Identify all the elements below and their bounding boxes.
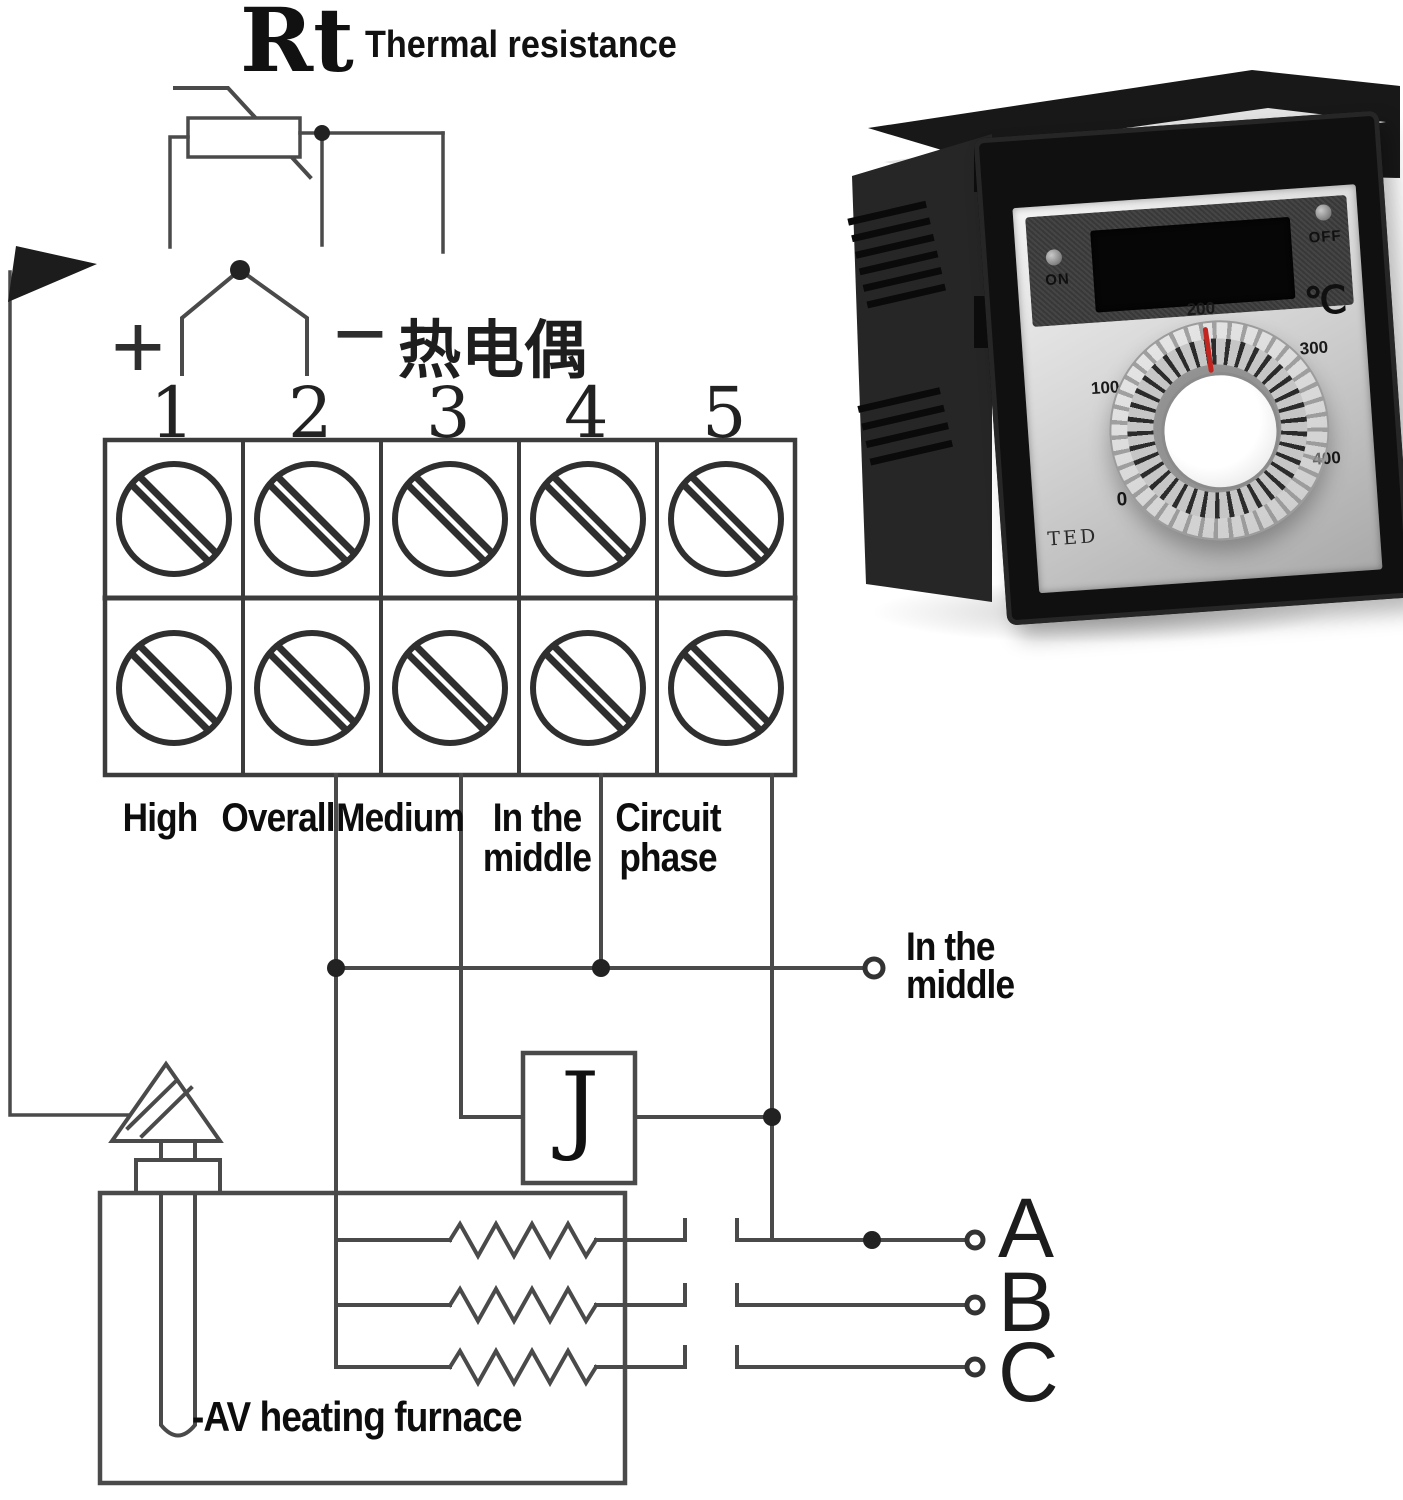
- minus-sign: −: [333, 283, 387, 385]
- junction-dot: [314, 125, 330, 141]
- phase-label-c: C: [998, 1325, 1059, 1419]
- relay-box: [520, 1050, 781, 1186]
- terminal-label-circuit: Circuit phase: [615, 796, 721, 880]
- temperature-display: [1090, 216, 1296, 313]
- screw-terminal: [392, 630, 508, 746]
- phase-label-a: A: [998, 1181, 1055, 1275]
- junction-dot: [763, 1108, 781, 1126]
- furnace-probe: [108, 1060, 224, 1438]
- rt-label: Rt: [240, 0, 354, 92]
- brand-label: TED: [1046, 525, 1100, 551]
- screw-terminal: [392, 461, 508, 577]
- phase-label-b: B: [998, 1255, 1055, 1349]
- feedback-wire: [8, 270, 134, 1117]
- relay-label: J: [560, 1052, 600, 1164]
- celsius-unit-label: ℃: [1302, 279, 1349, 325]
- screw-terminal: [530, 630, 646, 746]
- vent-slots-icon: [857, 387, 953, 466]
- terminal-label-high: High: [122, 796, 199, 840]
- thermocouple-label-cn: 热电偶: [398, 316, 587, 386]
- screw-terminal: [668, 461, 784, 577]
- screw-terminal: [668, 630, 784, 746]
- screw-terminal: [116, 461, 232, 577]
- screw-terminal: [254, 461, 370, 577]
- screw-terminal: [530, 461, 646, 577]
- dial-value-200: 200: [1186, 298, 1216, 320]
- heater-row-c: [334, 1345, 986, 1388]
- wire-terminal: [964, 1294, 986, 1316]
- terminal-number-1: 1: [150, 372, 195, 454]
- terminal-label-medium: Medium: [336, 796, 465, 840]
- plus-sign: +: [111, 296, 165, 398]
- wire-terminal: [964, 1356, 986, 1378]
- terminal-number-5: 5: [702, 372, 747, 454]
- on-label: ON: [1044, 270, 1071, 290]
- furnace-label: -AV heating furnace: [192, 1393, 523, 1440]
- off-label: OFF: [1308, 227, 1343, 247]
- terminal-label-overall: Overall: [221, 796, 335, 840]
- heater-row-b: [334, 1283, 986, 1326]
- wire-terminal: [862, 956, 886, 980]
- terminal-number-4: 4: [564, 372, 609, 454]
- junction-dot: [592, 959, 610, 977]
- terminal-number-3: 3: [426, 372, 471, 454]
- feedback-arrow-icon: [8, 246, 97, 302]
- screw-terminal: [116, 630, 232, 746]
- terminal-number-2: 2: [288, 372, 333, 454]
- wire-terminal: [964, 1229, 986, 1251]
- vent-slots-icon: [847, 200, 947, 309]
- heater-row-a: [334, 1218, 986, 1261]
- screw-terminals: [116, 461, 784, 746]
- furnace-outline: [97, 1190, 628, 1486]
- thermistor-symbol: [168, 86, 445, 254]
- output-wires: [327, 773, 886, 1369]
- junction-dot: [230, 260, 250, 280]
- screw-terminal: [254, 630, 370, 746]
- middle-tap-label: In the middle: [906, 925, 1015, 1007]
- thermocouple-symbol: [180, 260, 309, 376]
- junction-dot: [863, 1231, 881, 1249]
- terminal-label-middle: In the middle: [482, 796, 592, 880]
- thermal-resistance-label: Thermal resistance: [365, 24, 677, 66]
- junction-dot: [327, 959, 345, 977]
